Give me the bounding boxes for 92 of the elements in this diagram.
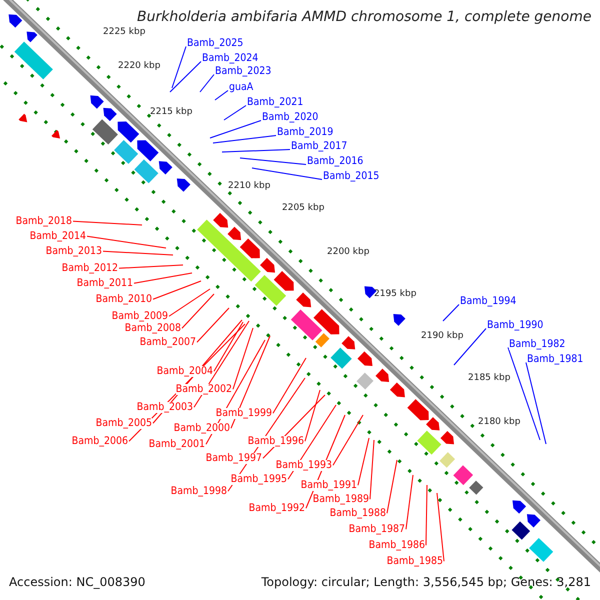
- leader-line: [304, 390, 320, 442]
- gene-label: Bamb_1991: [300, 480, 357, 490]
- leader-line: [118, 264, 184, 269]
- gene-label: Bamb_1981: [527, 354, 584, 364]
- leader-line: [210, 120, 262, 138]
- scale-label: 2190 kbp: [421, 332, 464, 341]
- scale-label: 2210 kbp: [228, 182, 270, 191]
- scale-label: 2215 kbp: [150, 108, 192, 117]
- gene-label: Bamb_2012: [62, 263, 118, 274]
- leader-line: [272, 358, 306, 414]
- leader-line: [168, 288, 210, 317]
- scale-label: 2185 kbp: [468, 374, 510, 383]
- gene-label: Bamb_2005: [96, 418, 152, 428]
- gene-label: Bamb_1982: [509, 339, 566, 350]
- gene-label: Bamb_2020: [262, 112, 318, 122]
- leader-line: [214, 90, 228, 100]
- gene-label: Bamb_1988: [330, 508, 386, 518]
- leader-line: [212, 135, 276, 144]
- gene-label: Bamb_2009: [112, 311, 168, 322]
- scale-label: 2180 kbp: [478, 418, 520, 427]
- gene-label: Bamb_1987: [348, 524, 405, 534]
- gene-label: Bamb_1995: [230, 474, 287, 484]
- leader-line: [196, 308, 230, 343]
- gene-label: Bamb_2011: [76, 278, 133, 288]
- gene-label: Bamb_1994: [460, 296, 516, 306]
- leader-line: [214, 322, 244, 372]
- gene-label: Bamb_1990: [487, 320, 544, 330]
- leader-line: [222, 149, 290, 152]
- scale-label: 2205 kbp: [282, 204, 324, 213]
- leader-line: [252, 168, 322, 180]
- gene-label: Bamb_2002: [176, 384, 232, 394]
- leader-line: [224, 105, 246, 120]
- gene-label: Bamb_2016: [307, 156, 364, 166]
- leader-line: [370, 440, 374, 500]
- leader-line: [426, 484, 428, 546]
- leader-line: [240, 158, 306, 165]
- leader-line: [134, 272, 192, 284]
- leader-line: [406, 474, 414, 530]
- leader-line: [232, 328, 254, 390]
- gene-label: Bamb_2015: [323, 171, 380, 182]
- gene-label: Bamb_2008: [124, 323, 181, 334]
- scale-label: 2195 kbp: [374, 290, 416, 299]
- gene-label: Bamb_1993: [276, 460, 332, 470]
- gene-label: Bamb_1998: [170, 486, 227, 496]
- leader-line: [182, 294, 214, 329]
- leader-line: [386, 460, 398, 514]
- gene-label: Bamb_2003: [136, 402, 193, 412]
- gene-label: Bamb_2013: [46, 246, 102, 256]
- gene-label: Bamb_2004: [156, 366, 213, 376]
- gene-label: Bamb_2014: [30, 231, 86, 242]
- gene-label: Bamb_2010: [96, 294, 152, 304]
- gene-label: Bamb_1992: [248, 503, 305, 514]
- gene-label: Bamb_2018: [16, 216, 72, 226]
- gene-label: Bamb_1989: [312, 494, 369, 504]
- gene-label: Bamb_2001: [148, 439, 205, 450]
- leader-line: [194, 320, 250, 408]
- gene-label: Bamb_1996: [248, 436, 304, 446]
- gene-label: Bamb_1986: [368, 540, 425, 550]
- scale-label: 2225 kbp: [103, 28, 146, 37]
- leader-line: [508, 347, 540, 440]
- gene-label: Bamb_1985: [386, 556, 443, 566]
- gene-label: Bamb_1999: [216, 408, 272, 418]
- diagram-title: Burkholderia ambifaria AMMD chromosome 1, complete genome: [137, 10, 592, 24]
- gene-label: Bamb_2019: [277, 127, 334, 138]
- leader-line: [454, 328, 486, 366]
- leader-line: [358, 438, 370, 486]
- gene-label: Bamb_2007: [140, 337, 196, 348]
- gene-label: Bamb_2006: [72, 436, 128, 446]
- gene-label: Bamb_2023: [215, 66, 272, 76]
- leader-line: [172, 46, 186, 88]
- leader-line: [102, 250, 174, 256]
- leader-line: [86, 236, 166, 248]
- gene-label: Bamb_2024: [202, 53, 258, 64]
- leader-line: [170, 61, 202, 92]
- gene-label: Bamb_2025: [187, 38, 244, 48]
- leader-line: [230, 336, 270, 429]
- gene-label: Bamb_1997: [206, 453, 262, 464]
- accession-text: Accession: NC_008390: [9, 576, 146, 588]
- gene-label: Bamb_2017: [291, 141, 348, 152]
- gene-label: Bamb_2021: [247, 97, 304, 108]
- leader-line: [332, 414, 364, 466]
- scale-label: 2220 kbp: [118, 62, 160, 71]
- leader-line: [200, 74, 214, 92]
- leader-line: [442, 304, 460, 322]
- leader-line: [72, 220, 142, 226]
- scale-label: 2200 kbp: [327, 248, 370, 257]
- gene-label: guaA: [229, 82, 254, 92]
- genome-info-text: Topology: circular; Length: 3,556,545 bp; Genes: 3,281: [261, 576, 591, 588]
- gene-label: Bamb_2000: [174, 423, 230, 434]
- leader-line: [436, 492, 444, 562]
- leader-line: [152, 280, 202, 300]
- leader-line: [526, 362, 546, 444]
